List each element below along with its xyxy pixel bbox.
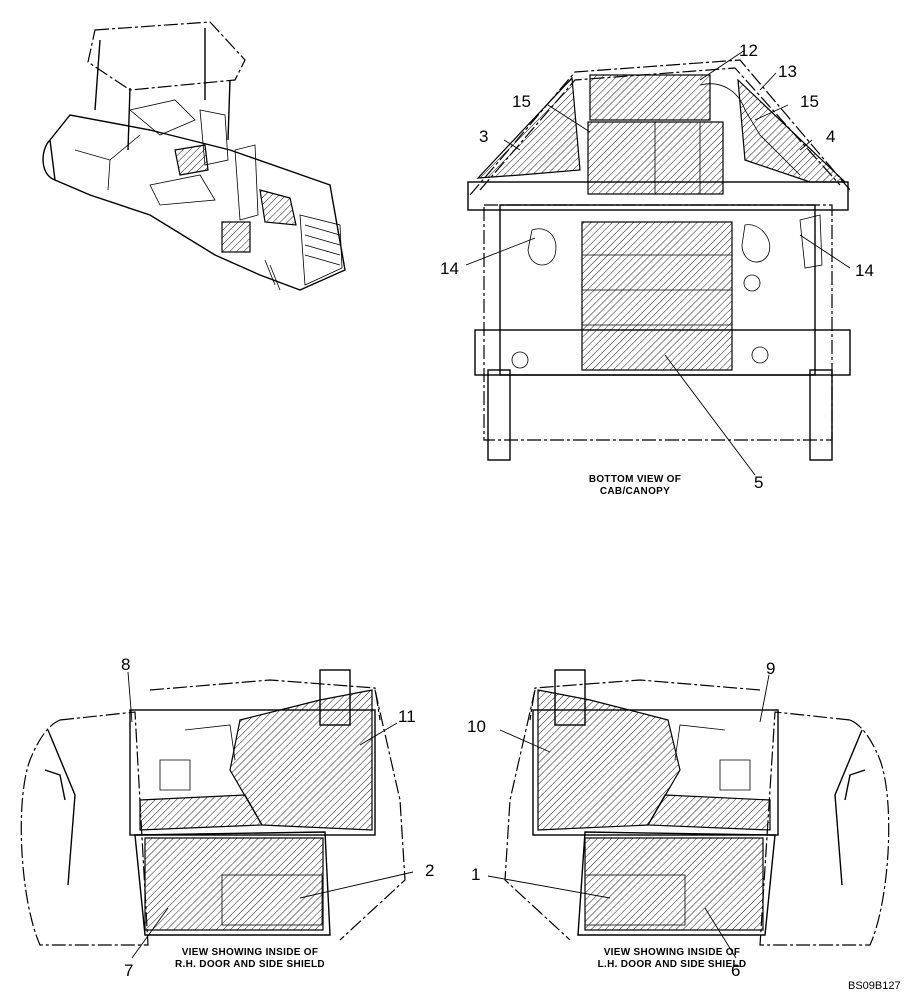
callout-7: 7 (124, 961, 134, 980)
callout-15-right: 15 (800, 92, 819, 111)
machine-isometric-view (42, 21, 346, 291)
bottom-view-caption: BOTTOM VIEW OF CAB/CANOPY (570, 474, 700, 498)
callout-3: 3 (479, 127, 489, 146)
callout-15-left: 15 (512, 92, 531, 111)
figure-id: BS09B127 (848, 980, 901, 992)
lh-door-caption: VIEW SHOWING INSIDE OF L.H. DOOR AND SID… (572, 947, 772, 971)
callout-5: 5 (754, 473, 764, 492)
callout-10: 10 (467, 717, 486, 736)
callout-1: 1 (471, 865, 481, 884)
callout-12: 12 (739, 41, 758, 60)
callout-14-left: 14 (440, 259, 459, 278)
rh-door-caption-line1: VIEW SHOWING INSIDE OF (181, 947, 319, 958)
callout-14-right: 14 (855, 261, 874, 280)
lh-door-caption-line2: L.H. DOOR AND SIDE SHIELD (597, 959, 747, 970)
bottom-view-caption-line2: CAB/CANOPY (599, 486, 671, 497)
bottom-view-caption-line1: BOTTOM VIEW OF (588, 474, 682, 485)
rh-door-view (20, 669, 414, 959)
callout-6: 6 (731, 961, 741, 980)
callout-8: 8 (121, 655, 131, 674)
callout-2: 2 (425, 861, 435, 880)
lh-door-view (487, 669, 890, 959)
rh-door-caption-line2: R.H. DOOR AND SIDE SHIELD (175, 959, 325, 970)
callout-9: 9 (766, 659, 776, 678)
cab-bottom-view (465, 49, 851, 476)
lh-door-caption-line1: VIEW SHOWING INSIDE OF (603, 947, 741, 958)
callout-4: 4 (826, 127, 836, 146)
rh-door-caption: VIEW SHOWING INSIDE OF R.H. DOOR AND SID… (150, 947, 350, 971)
callout-11: 11 (398, 707, 416, 726)
callout-13: 13 (778, 62, 797, 81)
